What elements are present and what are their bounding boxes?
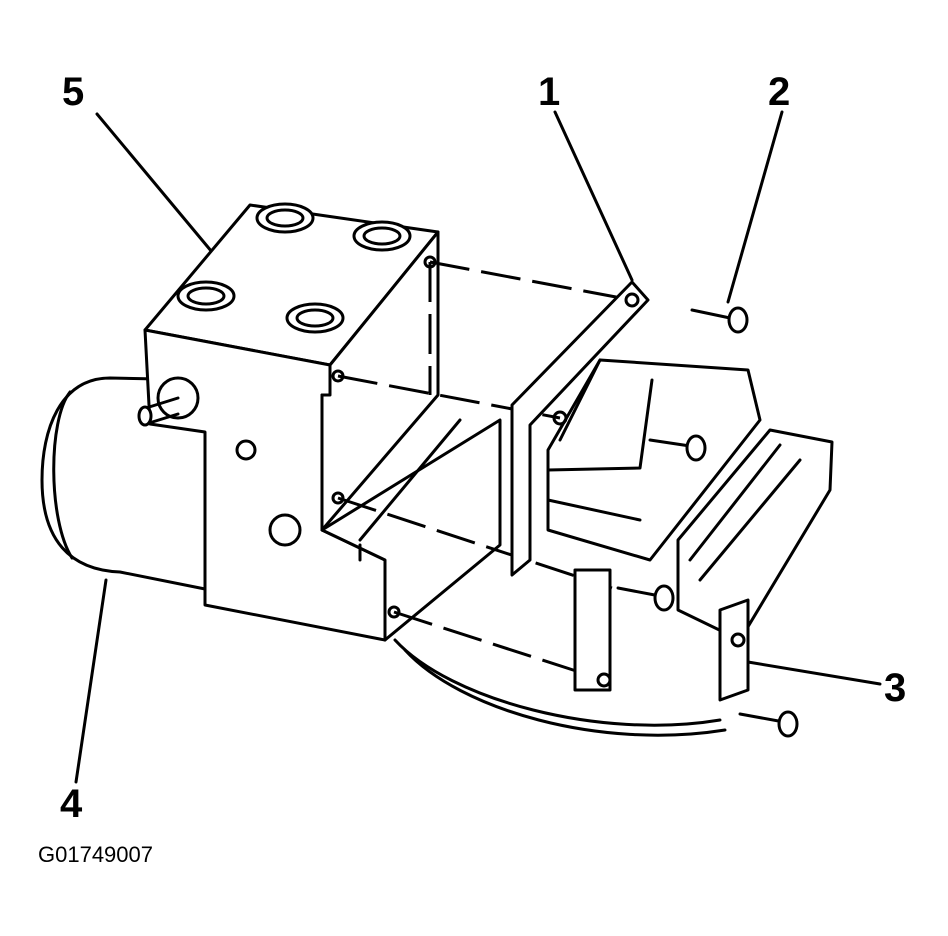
control-module bbox=[393, 280, 834, 737]
callout-5: 5 bbox=[62, 70, 85, 114]
screw bbox=[690, 306, 749, 334]
callout-1: 1 bbox=[538, 70, 561, 114]
pump-motor bbox=[40, 376, 212, 592]
screw bbox=[738, 710, 799, 738]
screws bbox=[616, 306, 799, 738]
leader-line-4 bbox=[74, 578, 108, 784]
callout-2: 2 bbox=[768, 70, 791, 114]
callout-3: 3 bbox=[884, 666, 907, 710]
screw bbox=[648, 434, 707, 462]
leader-line-5 bbox=[95, 112, 214, 254]
leader-line-1 bbox=[553, 110, 634, 282]
port bbox=[352, 220, 412, 252]
screw bbox=[616, 584, 675, 612]
port bbox=[176, 280, 236, 312]
leader-line-2 bbox=[726, 110, 784, 304]
port bbox=[255, 202, 315, 234]
hydraulic-modulator bbox=[137, 202, 502, 642]
leader-line-3 bbox=[746, 660, 882, 686]
figure-id: G01749007 bbox=[38, 842, 153, 867]
callout-4: 4 bbox=[60, 782, 83, 826]
leader-lines bbox=[74, 110, 882, 784]
port bbox=[285, 302, 345, 334]
